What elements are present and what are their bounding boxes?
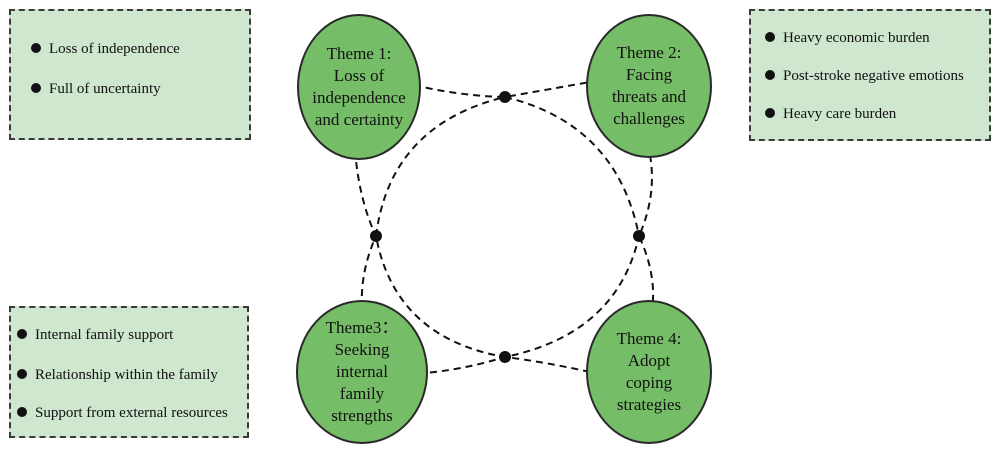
junction-dot-top [499,91,511,103]
subtheme-item: Heavy economic burden [765,29,930,47]
theme-3-node: Theme3： Seeking internal family strength… [296,300,428,444]
subtheme-item: Internal family support [17,326,173,344]
subtheme-label: Post-stroke negative emotions [783,68,964,84]
theme-2-label: Theme 2: Facing threats and challenges [611,43,687,128]
subtheme-item: Post-stroke negative emotions [765,67,964,85]
theme-4-label: Theme 4: Adopt coping strategies [616,329,682,414]
subtheme-item: Support from external resources [17,404,228,422]
subtheme-label: Internal family support [35,327,174,343]
subtheme-label: Loss of independence [49,41,180,57]
theme-1-node: Theme 1: Loss of independence and certai… [297,14,421,160]
bullet-icon [17,329,27,339]
subtheme-label: Heavy economic burden [783,30,930,46]
theme-3-label: Theme3： Seeking internal family strength… [325,318,399,425]
junction-dot-bottom [499,351,511,363]
subtheme-label: Full of uncertainty [49,81,161,97]
theme-2-node: Theme 2: Facing threats and challenges [586,14,712,158]
connector-theme2-theme4 [637,154,655,311]
subtheme-box-bottom-left: Internal family support Relationship wit… [9,306,249,438]
subtheme-box-top-left: Loss of independence Full of uncertainty [9,9,251,140]
subtheme-item: Relationship within the family [17,366,218,384]
subtheme-item: Full of uncertainty [31,80,161,98]
bullet-icon [765,108,775,118]
connector-theme1-theme2 [413,81,591,99]
bullet-icon [765,32,775,42]
subtheme-label: Support from external resources [35,405,228,421]
bullet-icon [31,83,41,93]
connector-theme3-theme1 [354,149,378,309]
subtheme-item: Heavy care burden [765,105,896,123]
subtheme-label: Heavy care burden [783,106,897,122]
junction-dot-right [633,230,645,242]
subtheme-box-top-right: Heavy economic burden Post-stroke negati… [749,9,991,141]
bullet-icon [17,369,27,379]
bullet-icon [17,407,27,417]
bullet-icon [31,43,41,53]
bullet-icon [765,70,775,80]
junction-dot-left [370,230,382,242]
inner-circle-connector [374,95,641,359]
theme-1-label: Theme 1: Loss of independence and certai… [312,44,406,129]
subtheme-item: Loss of independence [31,40,180,58]
subtheme-label: Relationship within the family [35,367,218,383]
theme-4-node: Theme 4: Adopt coping strategies [586,300,712,444]
